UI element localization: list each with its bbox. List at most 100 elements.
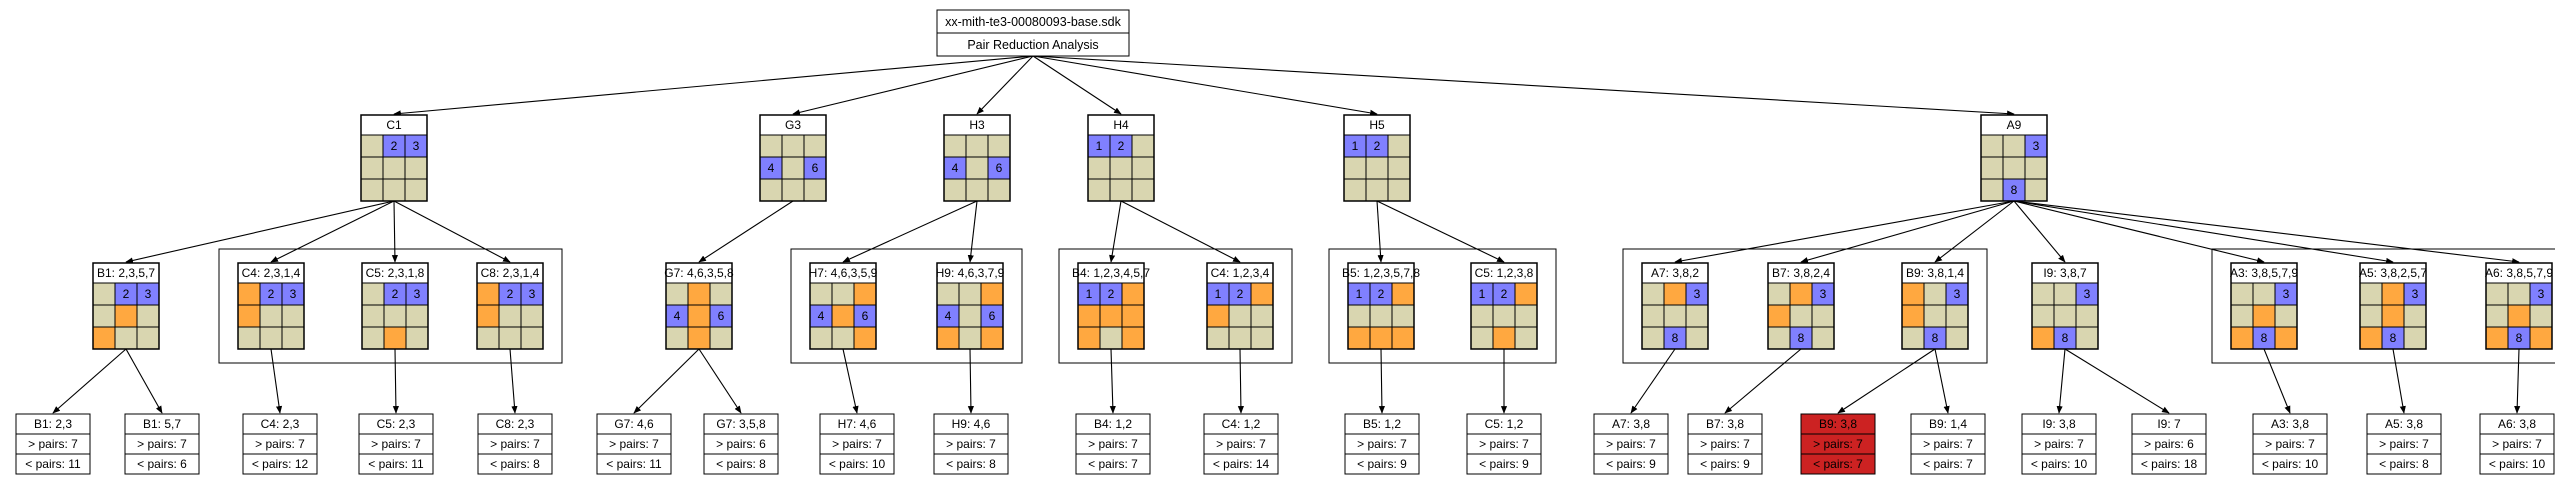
grid-cell xyxy=(709,282,733,306)
node-label: C4: 1,2,3,4 xyxy=(1211,266,1270,280)
grid-cell xyxy=(943,134,967,158)
node-label: C4: 2,3,1,4 xyxy=(242,266,301,280)
summary-row xyxy=(1203,453,1279,475)
level2-node[interactable]: I9: 3,8,738 xyxy=(2031,262,2099,350)
grid-cell xyxy=(709,326,733,350)
summary-row xyxy=(2021,453,2097,475)
grid-cell xyxy=(1109,178,1133,202)
grid-cell xyxy=(1663,304,1687,328)
summary-node[interactable]: C4: 1,2> pairs: 7< pairs: 14 xyxy=(1203,413,1279,475)
summary-row xyxy=(2366,453,2442,475)
cell-digit: 3 xyxy=(529,287,536,301)
summary-node[interactable]: B4: 1,2> pairs: 7< pairs: 7 xyxy=(1075,413,1151,475)
summary-node[interactable]: B1: 5,7> pairs: 7< pairs: 6 xyxy=(124,413,200,475)
grid-cell xyxy=(92,326,116,350)
summary-label: B5: 1,2 xyxy=(1363,417,1401,431)
cell-digit: 4 xyxy=(674,309,681,323)
summary-node[interactable]: A5: 3,8> pairs: 7< pairs: 8 xyxy=(2366,413,2442,475)
summary-node[interactable]: C4: 2,3> pairs: 7< pairs: 12 xyxy=(242,413,318,475)
grid-cell xyxy=(1228,304,1252,328)
summary-label: C4: 1,2 xyxy=(1222,417,1261,431)
edge-arrow xyxy=(2392,348,2406,414)
summary-node[interactable]: C5: 2,3> pairs: 7< pairs: 11 xyxy=(358,413,434,475)
grid-cell xyxy=(114,304,138,328)
level2-node[interactable]: A6: 3,8,5,7,938 xyxy=(2485,262,2553,350)
level2-node[interactable]: A7: 3,8,238 xyxy=(1641,262,1709,350)
grid-cell xyxy=(1641,282,1665,306)
grid-cell xyxy=(1767,304,1791,328)
edge-arrow xyxy=(2263,348,2291,414)
level2-node[interactable]: A3: 3,8,5,7,938 xyxy=(2230,262,2298,350)
summary-node[interactable]: H9: 4,6> pairs: 7< pairs: 8 xyxy=(933,413,1009,475)
summary-node[interactable]: A6: 3,8> pairs: 7< pairs: 10 xyxy=(2479,413,2555,475)
summary-node[interactable]: I9: 3,8> pairs: 7< pairs: 10 xyxy=(2021,413,2097,475)
summary-label: I9: 3,8 xyxy=(2042,417,2076,431)
summary-label: G7: 4,6 xyxy=(614,417,654,431)
summary-node[interactable]: B9: 3,8> pairs: 7< pairs: 7 xyxy=(1800,413,1876,475)
summary-node[interactable]: B5: 1,2> pairs: 7< pairs: 9 xyxy=(1344,413,1420,475)
grid-cell xyxy=(2053,282,2077,306)
level2-node[interactable]: B7: 3,8,2,438 xyxy=(1767,262,1835,350)
grid-cell xyxy=(759,134,783,158)
summary-node[interactable]: H7: 4,6> pairs: 7< pairs: 10 xyxy=(819,413,895,475)
grid-cell xyxy=(1343,156,1367,180)
summary-node[interactable]: I9: 7> pairs: 6< pairs: 18 xyxy=(2131,413,2207,475)
less-pairs: < pairs: 10 xyxy=(2031,457,2088,471)
grid-cell xyxy=(2485,282,2509,306)
greater-pairs: > pairs: 7 xyxy=(1813,437,1863,451)
grid-cell xyxy=(687,326,711,350)
summary-node[interactable]: G7: 3,5,8> pairs: 6< pairs: 8 xyxy=(703,413,779,475)
cell-digit: 2 xyxy=(391,139,398,153)
edge-arrow xyxy=(792,55,1034,116)
summary-label: C5: 1,2 xyxy=(1485,417,1524,431)
grid-cell xyxy=(404,156,428,180)
grid-cell xyxy=(1250,326,1274,350)
summary-node[interactable]: B1: 2,3> pairs: 7< pairs: 11 xyxy=(15,413,91,475)
summary-row xyxy=(1687,453,1763,475)
summary-node[interactable]: G7: 4,6> pairs: 7< pairs: 11 xyxy=(596,413,672,475)
grid-cell xyxy=(361,282,385,306)
grid-cell xyxy=(2031,282,2055,306)
summary-node[interactable]: B7: 3,8> pairs: 7< pairs: 9 xyxy=(1687,413,1763,475)
grid-cell xyxy=(1206,326,1230,350)
edge-arrow xyxy=(967,348,974,414)
grid-cell xyxy=(2031,304,2055,328)
edge-arrow xyxy=(633,348,700,414)
summary-label: C4: 2,3 xyxy=(261,417,300,431)
level2-node[interactable]: B9: 3,8,1,438 xyxy=(1901,262,1969,350)
edge-arrow xyxy=(2013,200,2066,263)
summary-node[interactable]: C8: 2,3> pairs: 7< pairs: 8 xyxy=(477,413,553,475)
grid-cell xyxy=(1369,326,1393,350)
edge-arrow xyxy=(52,348,127,414)
summary-node[interactable]: A3: 3,8> pairs: 7< pairs: 10 xyxy=(2252,413,2328,475)
summary-node[interactable]: C5: 1,2> pairs: 7< pairs: 9 xyxy=(1466,413,1542,475)
summary-node[interactable]: B9: 1,4> pairs: 7< pairs: 7 xyxy=(1910,413,1986,475)
edge-arrow xyxy=(125,348,163,414)
less-pairs: < pairs: 8 xyxy=(946,457,996,471)
less-pairs: < pairs: 11 xyxy=(25,457,81,471)
grid-cell xyxy=(1347,304,1371,328)
grid-cell xyxy=(136,304,160,328)
level2-node[interactable]: A5: 3,8,2,5,738 xyxy=(2359,262,2427,350)
summary-label: G7: 3,5,8 xyxy=(716,417,766,431)
grid-cell xyxy=(980,282,1004,306)
root-node[interactable]: xx-mith-te3-00080093-base.sdk Pair Reduc… xyxy=(936,9,1130,57)
summary-node[interactable]: A7: 3,8> pairs: 7< pairs: 9 xyxy=(1593,413,1669,475)
